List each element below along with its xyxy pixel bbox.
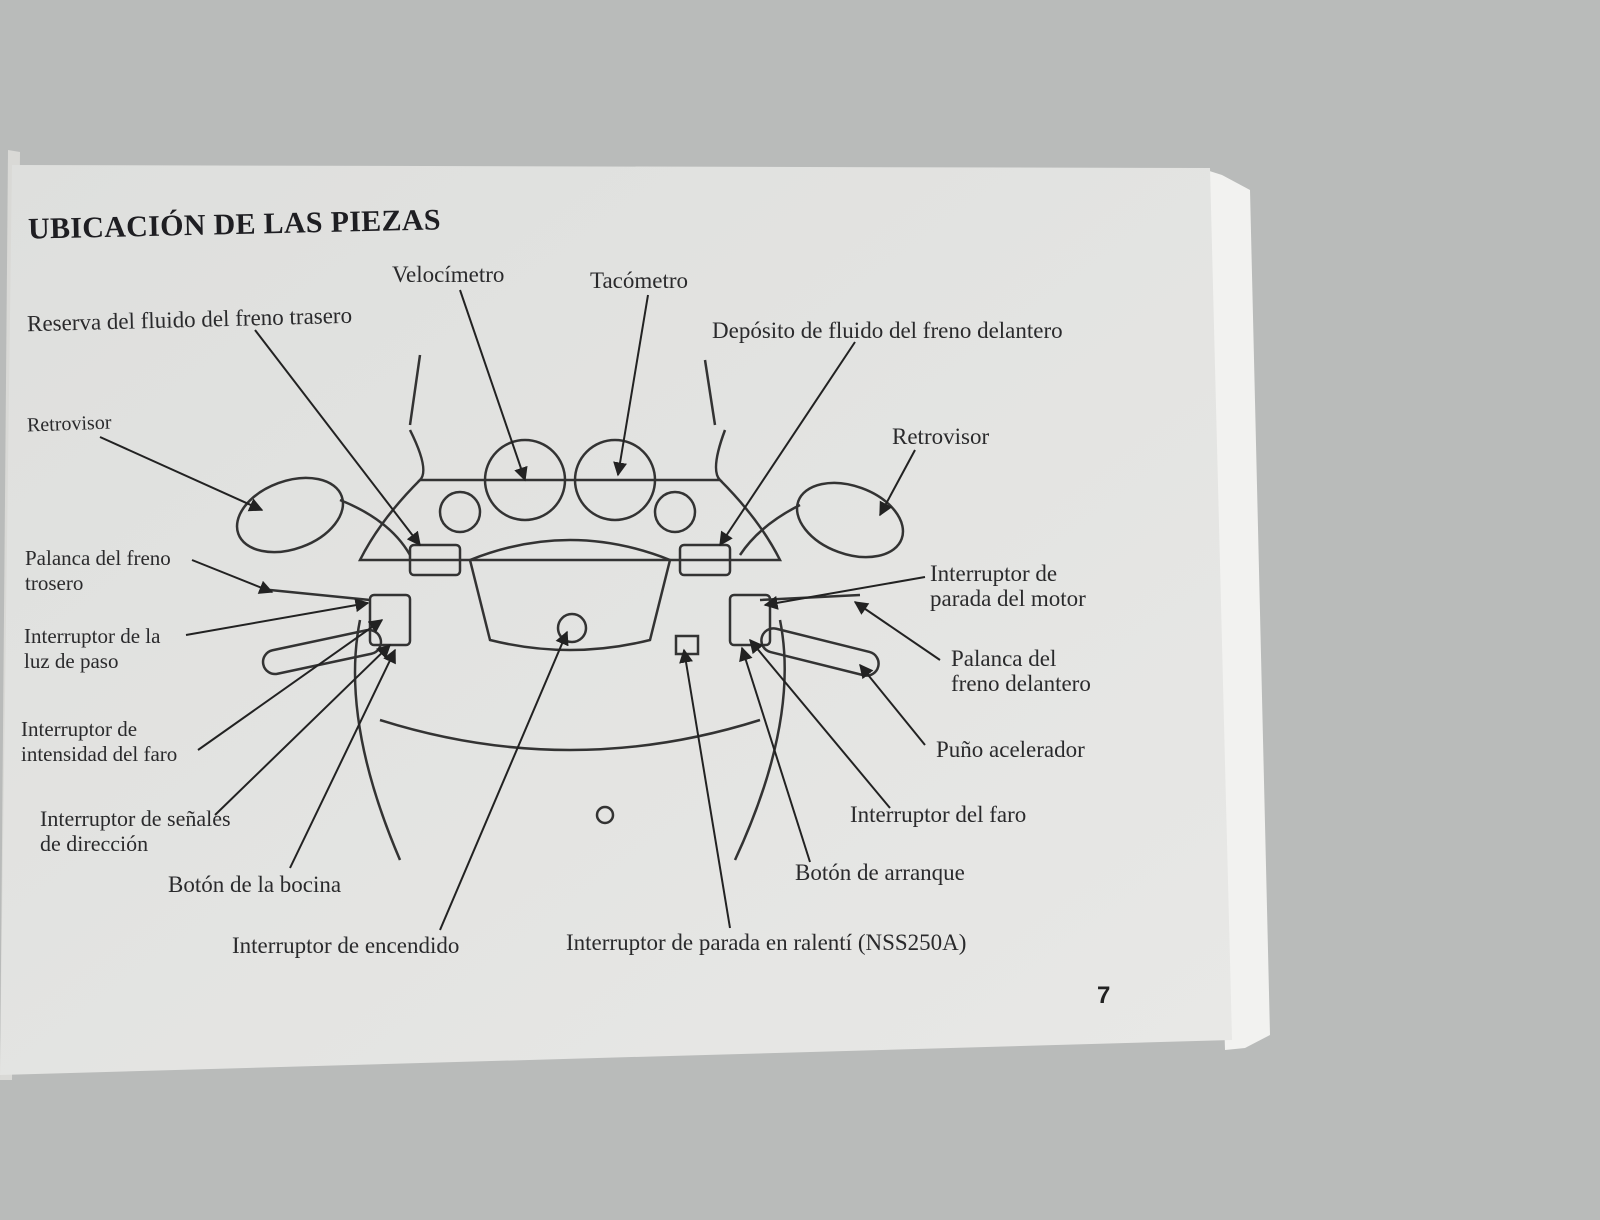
label-puno-acelerador: Puño acelerador xyxy=(936,737,1085,762)
label-line: intensidad del faro xyxy=(21,742,178,766)
label-line: Palanca del xyxy=(951,646,1057,671)
leader-lines xyxy=(99,289,941,931)
page-number: 7 xyxy=(1097,982,1111,1009)
label-line: de dirección xyxy=(40,831,149,856)
label-tacometro: Tacómetro xyxy=(590,268,689,293)
label-line: Palanca del freno xyxy=(25,546,171,570)
label-line: parada del motor xyxy=(930,586,1086,611)
label-parada-ralenti: Interruptor de parada en ralentí (NSS250… xyxy=(566,930,967,955)
label-line: luz de paso xyxy=(24,649,119,673)
label-line: Interruptor de xyxy=(930,561,1058,586)
label-bocina: Botón de la bocina xyxy=(168,872,342,897)
label-line: trosero xyxy=(25,571,84,595)
label-retrovisor-left: Retrovisor xyxy=(26,411,112,437)
label-velocimetro: Velocímetro xyxy=(392,262,505,287)
label-boton-arranque: Botón de arranque xyxy=(795,860,965,885)
label-encendido: Interruptor de encendido xyxy=(232,933,460,958)
label-line: Interruptor de señales xyxy=(40,806,231,831)
label-line: Interruptor de la xyxy=(24,624,161,648)
label-deposito-fluido-delantero: Depósito de fluido del freno delantero xyxy=(712,318,1063,343)
label-line: Interruptor de xyxy=(21,717,138,741)
label-retrovisor-right: Retrovisor xyxy=(892,424,990,449)
label-interruptor-faro: Interruptor del faro xyxy=(850,802,1027,827)
label-line: freno delantero xyxy=(951,671,1091,696)
